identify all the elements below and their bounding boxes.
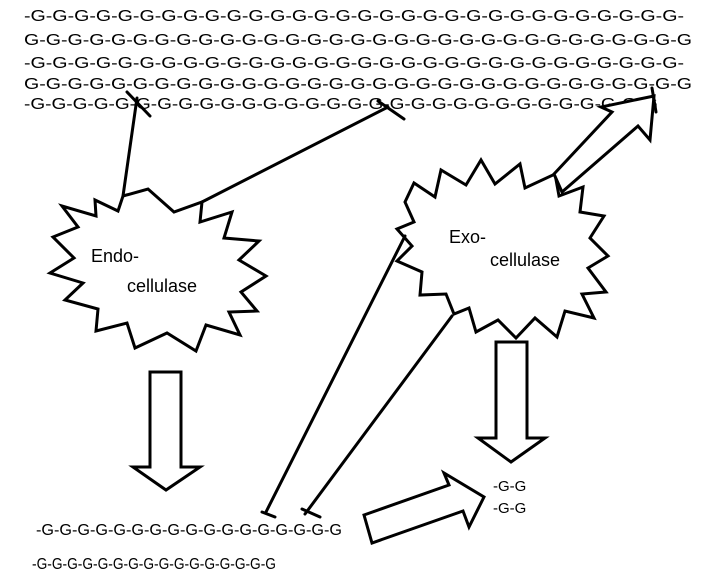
product-fragment-1: -G-G-G-G-G-G-G-G-G-G-G-G-G-G-G-G-G [36,522,342,539]
endo-attack-line-left [121,96,139,198]
exo-double-arrow [552,94,656,195]
cellulose-row-1: -G-G-G-G-G-G-G-G-G-G-G-G-G-G-G-G-G-G-G-G… [24,8,684,25]
cellulose-row-2: G-G-G-G-G-G-G-G-G-G-G-G-G-G-G-G-G-G-G-G-… [24,32,692,49]
exo-cut-mark [650,86,658,114]
product-fragment-2: -G-G-G-G-G-G-G-G-G-G-G-G-G-G-G-G [32,556,276,573]
cellobiose-1: -G-G [493,478,526,495]
cellobiose-arrow [362,469,486,545]
exo-cellulase-label-line1: Exo- [449,227,486,247]
endo-cut-mark-left [125,90,152,118]
endo-cellulase-label-line1: Endo- [91,246,139,266]
exo-attack-line-1 [264,234,407,514]
cellulose-row-5: -G-G-G-G-G-G-G-G-G-G-G-G-G-G-G-G-G-G-G-G… [24,96,658,113]
cellulose-chain: -G-G-G-G-G-G-G-G-G-G-G-G-G-G-G-G-G-G-G-G… [24,8,692,113]
exo-product-arrow [473,340,550,464]
exo-cellulase-label-line2: cellulase [490,250,560,270]
exo-cut-mark-1 [260,510,277,519]
exo-cut-mark-2 [300,507,322,519]
endo-attack-line-right [200,105,390,204]
endo-product-arrow [128,370,205,492]
endo-cellulase-label-line2: cellulase [127,276,197,296]
cellobiose-2: -G-G [493,500,526,517]
cellulose-row-4: G-G-G-G-G-G-G-G-G-G-G-G-G-G-G-G-G-G-G-G-… [24,76,692,93]
endo-cut-mark-right [376,99,406,121]
endo-cellulase-shape [46,187,269,354]
exo-attack-line-2 [303,314,454,516]
cellulose-row-3: -G-G-G-G-G-G-G-G-G-G-G-G-G-G-G-G-G-G-G-G… [24,55,684,72]
exo-cellulase-shape [394,157,611,341]
